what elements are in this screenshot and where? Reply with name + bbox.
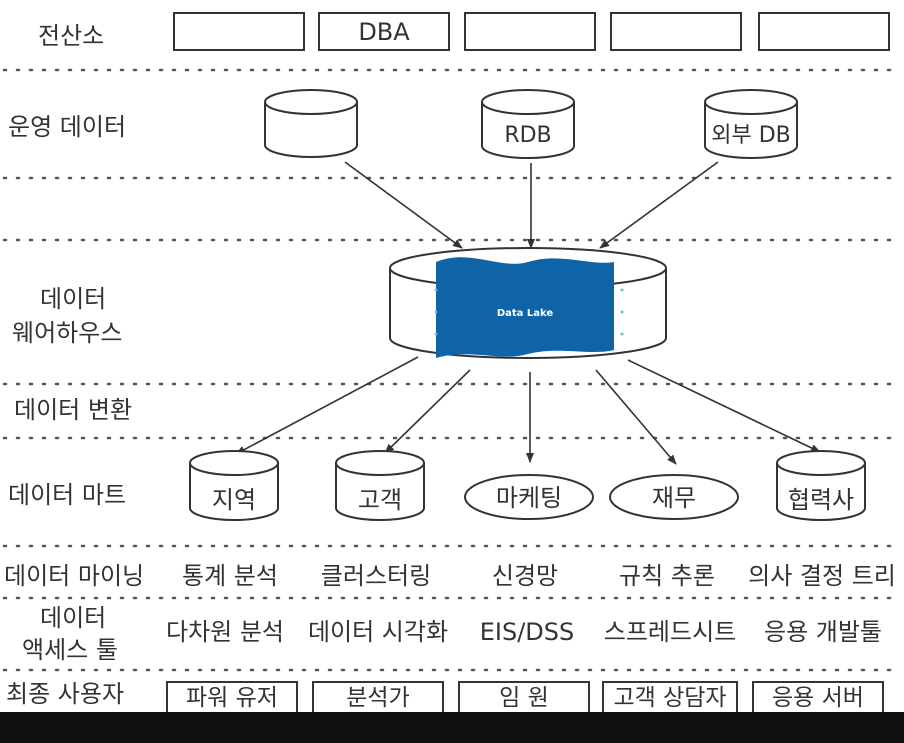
computer-center-box — [173, 12, 305, 51]
arrow — [599, 161, 719, 249]
mining-item: 통계 분석 — [182, 562, 278, 590]
row-label-access-tools-line1: 데이터 — [40, 604, 106, 632]
data-lake-dot — [434, 310, 438, 314]
data-lake-dot — [434, 332, 438, 336]
end-user-label: 임 원 — [499, 685, 549, 711]
db-cylinder — [264, 89, 358, 158]
end-user-box — [602, 681, 738, 715]
mining-item: 신경망 — [492, 562, 558, 590]
db-cylinder — [481, 89, 575, 159]
row-labels: 전산소 운영 데이터 데이터 웨어하우스 데이터 변환 데이터 마트 데이터 마… — [4, 22, 144, 708]
end-user-label: 분석가 — [346, 685, 409, 711]
mining-items: 통계 분석 클러스터링 신경망 규칙 추론 의사 결정 트리 — [182, 562, 896, 590]
end-user-box — [166, 681, 298, 715]
computer-center-box — [318, 12, 450, 51]
mining-item: 규칙 추론 — [619, 562, 715, 590]
access-tools: 다차원 분석 데이터 시각화 EIS/DSS 스프레드시트 응용 개발툴 — [166, 618, 882, 646]
ingest-arrows — [344, 161, 719, 249]
mart-label-partner: 협력사 — [788, 486, 854, 514]
end-user-label: 응용 서버 — [772, 685, 864, 711]
bottom-black-bar — [0, 712, 904, 743]
row-label-data-transform: 데이터 변환 — [14, 396, 132, 424]
access-tool: EIS/DSS — [480, 618, 575, 646]
data-mart-shapes — [189, 450, 866, 521]
mart-label-customer: 고객 — [358, 486, 402, 514]
operational-db-cylinders — [264, 89, 798, 159]
row-label-data-warehouse-line2: 웨어하우스 — [12, 319, 122, 347]
end-user-label: 파워 유저 — [186, 685, 278, 711]
access-tool: 스프레드시트 — [604, 618, 736, 646]
arrow — [627, 359, 821, 453]
access-tool: 데이터 시각화 — [308, 618, 448, 646]
data-lake-dot — [620, 310, 624, 314]
access-tool: 다차원 분석 — [166, 618, 284, 646]
mart-ellipse-finance — [609, 474, 739, 520]
end-user-label: 고객 상담자 — [613, 685, 726, 711]
row-label-computer-center: 전산소 — [38, 22, 104, 50]
mart-label-finance: 재무 — [652, 484, 696, 512]
row-label-data-mart: 데이터 마트 — [8, 481, 126, 509]
arrow — [595, 369, 677, 465]
mart-ellipse-marketing — [464, 474, 594, 520]
data-lake-shape — [436, 257, 614, 358]
db-label-rdb: RDB — [504, 123, 551, 148]
computer-center-box — [758, 12, 890, 51]
mart-label-marketing: 마케팅 — [496, 484, 562, 512]
computer-center-box — [610, 12, 742, 51]
data-lake-label: Data Lake — [497, 308, 554, 319]
mining-item: 의사 결정 트리 — [748, 562, 896, 590]
mining-item: 클러스터링 — [321, 562, 431, 590]
data-lake-dot — [620, 288, 624, 292]
end-user-box — [752, 681, 884, 715]
db-label-external: 외부 DB — [711, 123, 791, 148]
data-warehouse: Data Lake — [389, 247, 667, 359]
access-tool: 응용 개발툴 — [764, 618, 882, 646]
data-lake-dot — [434, 288, 438, 292]
data-lake-dot — [620, 332, 624, 336]
arrow — [384, 369, 471, 454]
row-label-access-tools-line2: 액세스 툴 — [22, 636, 118, 664]
mart-cylinder-customer — [335, 450, 425, 521]
row-label-operational-data: 운영 데이터 — [8, 113, 126, 141]
row-label-end-users: 최종 사용자 — [6, 680, 124, 708]
end-user-box — [458, 681, 590, 715]
mart-label-region: 지역 — [212, 486, 256, 514]
row-label-data-mining: 데이터 마이닝 — [4, 562, 144, 590]
distribution-arrows — [235, 356, 821, 465]
arrow — [344, 161, 463, 249]
mart-cylinder-partner — [776, 450, 866, 521]
computer-center-box-label: DBA — [358, 18, 410, 46]
computer-center-boxes — [173, 12, 890, 51]
arrow — [235, 356, 419, 455]
computer-center-box — [464, 12, 596, 51]
row-label-data-warehouse-line1: 데이터 — [40, 285, 106, 313]
db-cylinder — [704, 89, 798, 159]
end-user-boxes — [166, 681, 884, 715]
mart-cylinder-region — [189, 450, 279, 521]
